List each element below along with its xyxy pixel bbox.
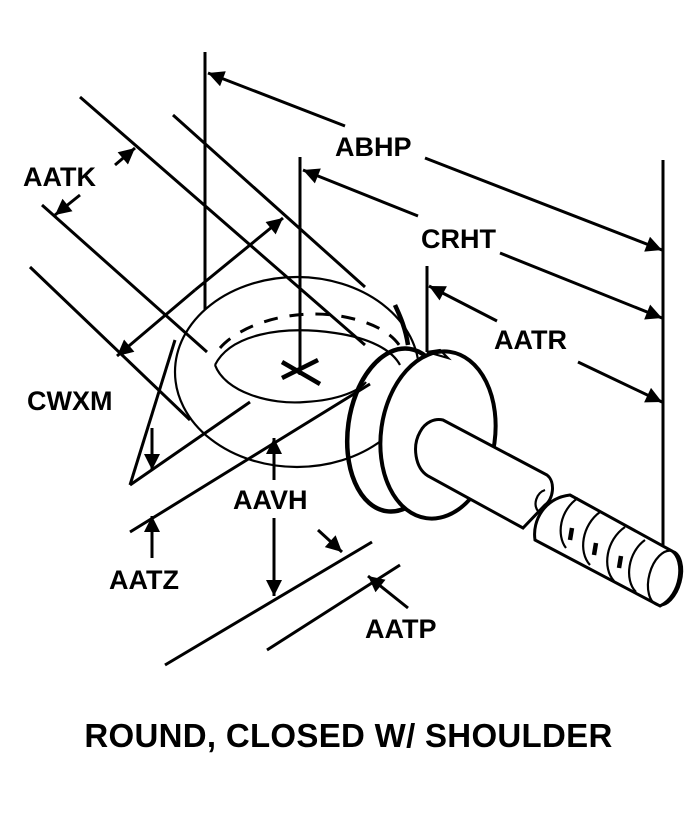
label-aatp: AATP <box>365 614 437 644</box>
label-abhp: ABHP <box>335 132 412 162</box>
eye-ring <box>173 275 421 469</box>
label-aatz: AATZ <box>109 565 179 595</box>
label-aatk: AATK <box>23 162 96 192</box>
label-aavh: AAVH <box>233 485 308 515</box>
label-crht: CRHT <box>421 224 496 254</box>
vertical-reference-lines <box>203 52 665 545</box>
dimension-lines <box>54 71 663 610</box>
label-cwxm: CWXM <box>27 386 112 416</box>
threaded-end <box>533 493 684 608</box>
label-aatr: AATR <box>494 325 567 355</box>
shank <box>414 418 554 530</box>
diagram-caption: ROUND, CLOSED W/ SHOULDER <box>84 717 613 754</box>
lower-extension-lines <box>129 382 401 667</box>
